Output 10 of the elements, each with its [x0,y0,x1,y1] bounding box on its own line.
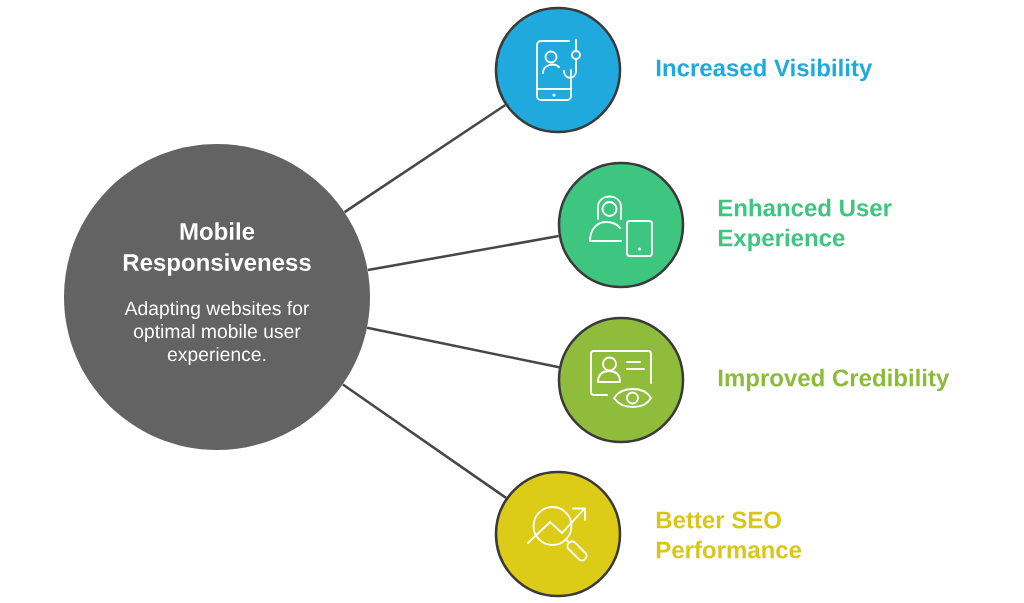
node-label: Better SEO Performance [656,511,802,559]
node-label: Increased Visibility [656,58,873,82]
connector-line [342,383,507,499]
node-label: Improved Credibility [718,368,950,392]
connector-line [343,104,507,214]
node-title: Mobile Responsiveness [123,222,311,276]
node-label: Enhanced User Experience [718,198,892,252]
connector-line [367,234,559,272]
node-description: Adapting websites for optimal mobile user experience. [124,301,310,365]
connector-line [366,326,560,369]
